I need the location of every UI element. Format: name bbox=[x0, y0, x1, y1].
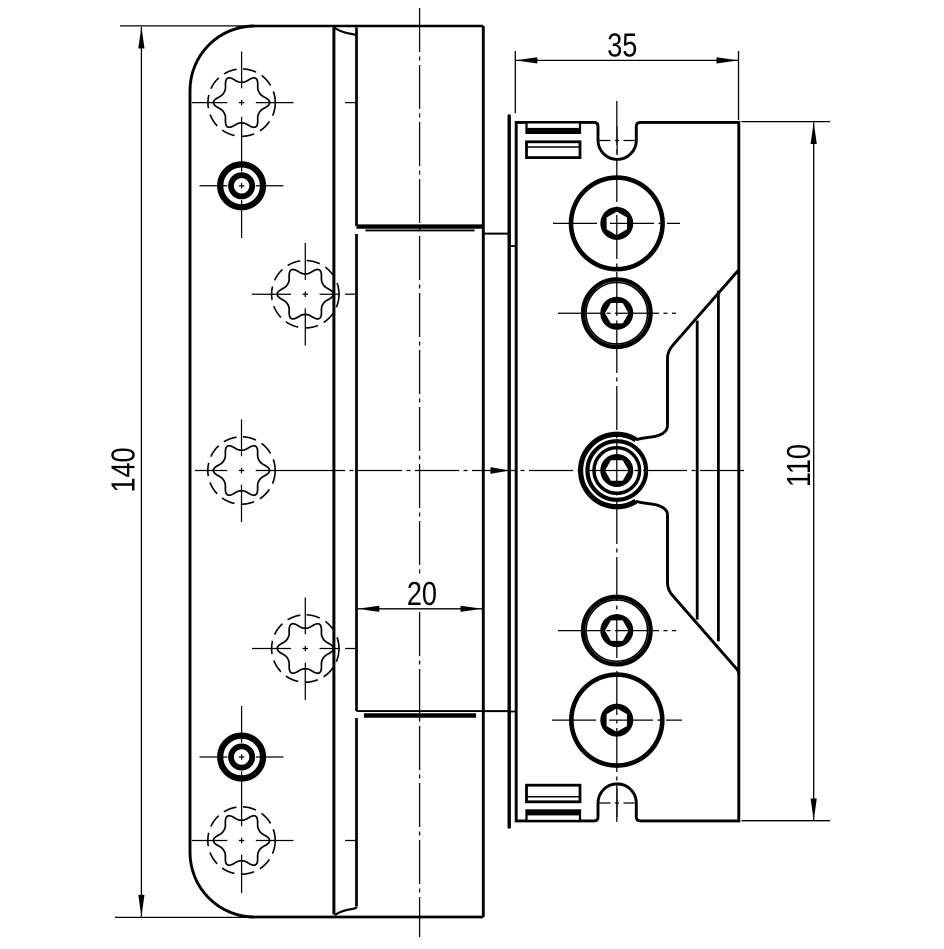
svg-text:20: 20 bbox=[407, 576, 437, 612]
svg-text:110: 110 bbox=[782, 444, 818, 487]
svg-text:140: 140 bbox=[106, 447, 142, 492]
svg-text:35: 35 bbox=[607, 28, 637, 64]
